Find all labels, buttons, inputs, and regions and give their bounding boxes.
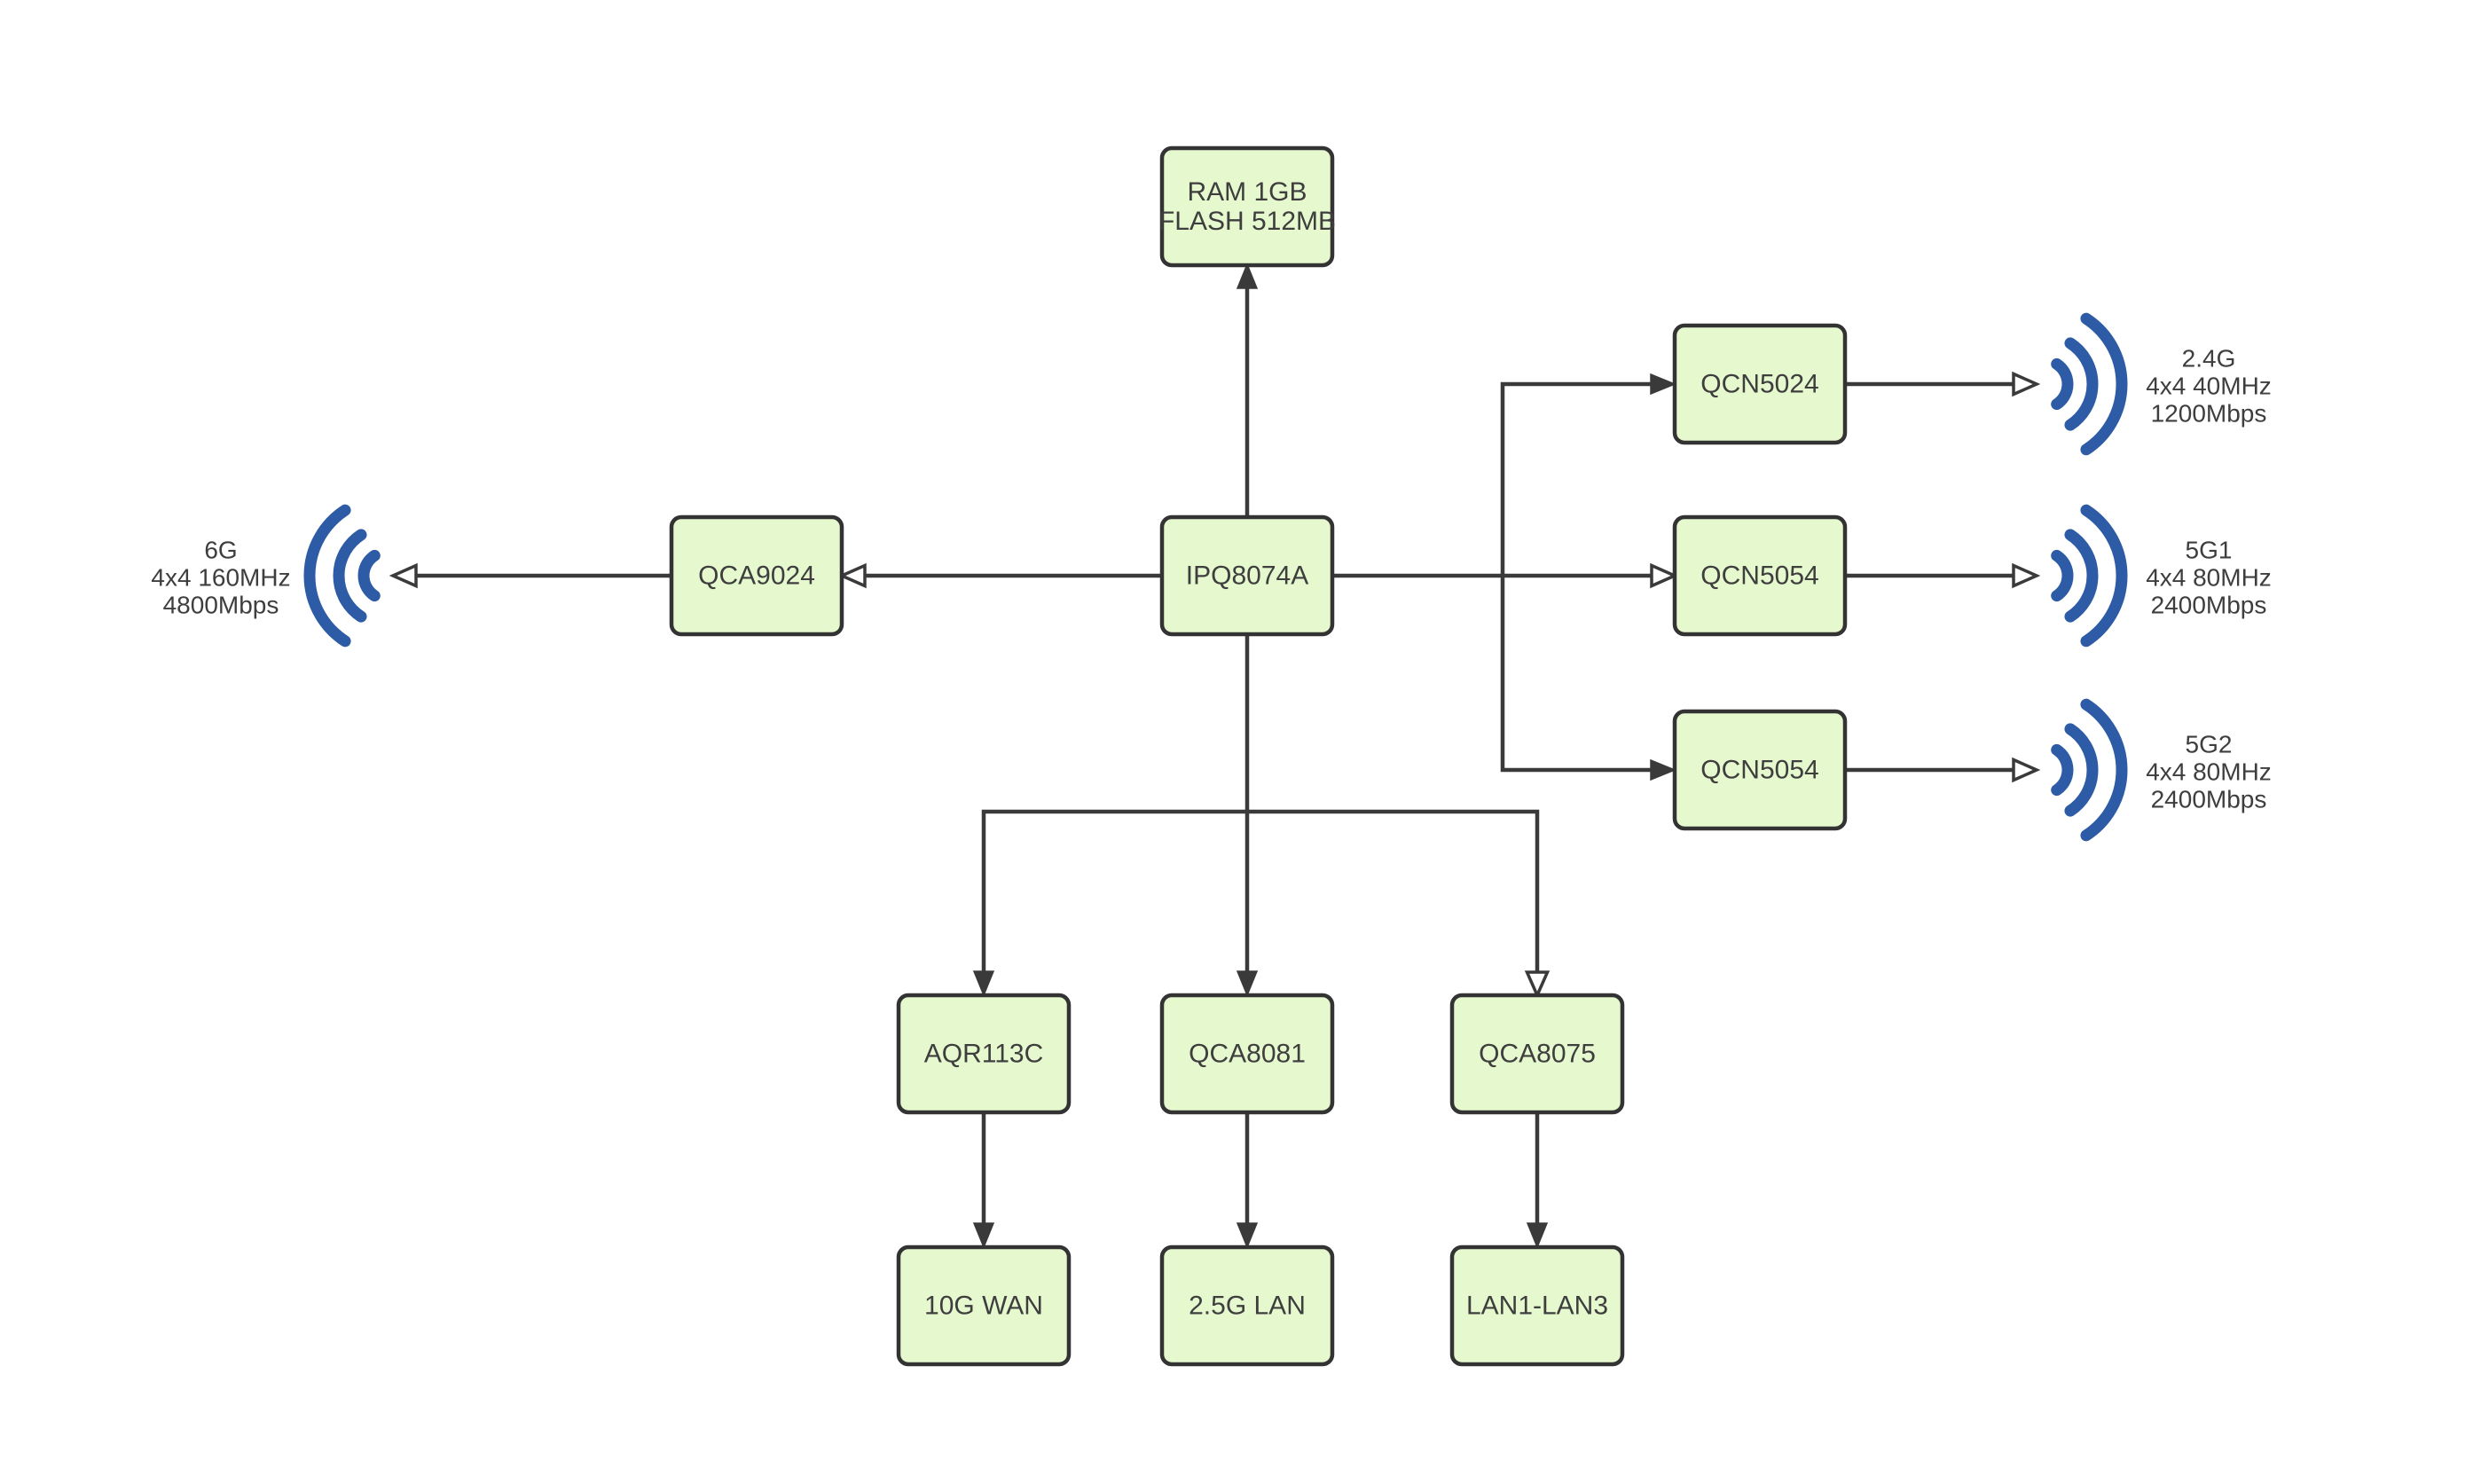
radio-label-2g4: 4x4 40MHz bbox=[2146, 373, 2272, 400]
arrowhead-filled-ipq-to-ram bbox=[1236, 263, 1259, 289]
node-label-aqr113c: AQR113C bbox=[924, 1040, 1044, 1069]
node-label-qca8075: QCA8075 bbox=[1479, 1040, 1596, 1069]
radio-label-5g2: 5G2 bbox=[2186, 731, 2233, 758]
radio-label-5g1: 5G1 bbox=[2186, 537, 2233, 564]
radio-label-5g1: 4x4 80MHz bbox=[2146, 564, 2272, 592]
node-box-aqr113c bbox=[896, 993, 1072, 1115]
node-box-qca9024 bbox=[669, 514, 844, 637]
node-label-qcn5054-1: QCN5054 bbox=[1700, 561, 1818, 591]
node-box-wan-10g bbox=[896, 1245, 1072, 1367]
arrowhead-filled-qca8081-to-lan bbox=[1236, 1222, 1259, 1249]
radio-label-2g4: 2.4G bbox=[2182, 345, 2236, 373]
node-label-ipq8074a: IPQ8074A bbox=[1186, 561, 1308, 591]
wifi-icon-arc2-2g4 bbox=[2064, 337, 2099, 431]
edge-ipq-to-qcn5024 bbox=[1500, 381, 1664, 576]
wifi-icon-arc1-6g bbox=[357, 549, 381, 602]
edge-ipq-to-qca8075 bbox=[1247, 809, 1540, 974]
wifi-icon-arc2-5g2 bbox=[2064, 723, 2099, 817]
node-box-lan-2g5 bbox=[1159, 1245, 1335, 1367]
arrowhead-open-qcn5054-2-to-5g2 bbox=[2012, 757, 2041, 783]
wifi-icon-arc3-5g1 bbox=[2080, 504, 2128, 648]
arrowhead-open-qcn5024-to-2g4 bbox=[2012, 371, 2041, 397]
wifi-icon-arc3-5g2 bbox=[2080, 698, 2128, 842]
wifi-icon-arc2-6g bbox=[333, 529, 367, 623]
radio-label-6g: 6G bbox=[204, 537, 237, 564]
wifi-icon-arc2-5g1 bbox=[2064, 529, 2099, 623]
arrowhead-open-qca9024-to-6g bbox=[389, 562, 418, 589]
wifi-icon-arc3-2g4 bbox=[2080, 312, 2128, 456]
node-box-qca8075 bbox=[1449, 993, 1625, 1115]
node-label-ram: FLASH 512MB bbox=[1158, 207, 1336, 236]
node-label-qca9024: QCA9024 bbox=[698, 561, 815, 591]
wifi-icon-arc1-2g4 bbox=[2051, 357, 2074, 411]
arrowhead-filled-ipq-to-aqr113c bbox=[972, 970, 995, 997]
edge-ipq-to-qcn5054-2 bbox=[1500, 576, 1664, 773]
radio-label-6g: 4800Mbps bbox=[163, 592, 279, 619]
arrowhead-open-qcn5054-1-to-5g1 bbox=[2012, 562, 2041, 589]
radio-label-5g2: 2400Mbps bbox=[2151, 786, 2267, 813]
arrowhead-open-ipq-to-qcn5054-1 bbox=[1650, 562, 1679, 589]
node-label-wan-10g: 10G WAN bbox=[924, 1292, 1043, 1321]
arrowhead-filled-ipq-to-qcn5024 bbox=[1650, 373, 1676, 396]
node-box-qcn5054-1 bbox=[1672, 514, 1848, 637]
node-box-qcn5024 bbox=[1672, 323, 1848, 445]
radio-label-6g: 4x4 160MHz bbox=[151, 564, 290, 592]
arrowhead-filled-aqr113c-to-wan bbox=[972, 1222, 995, 1249]
radio-label-5g2: 4x4 80MHz bbox=[2146, 758, 2272, 786]
edge-ipq-to-aqr113c bbox=[981, 809, 1247, 985]
wifi-icon-arc1-5g1 bbox=[2051, 549, 2074, 602]
node-label-qca8081: QCA8081 bbox=[1189, 1040, 1306, 1069]
arrowhead-filled-ipq-to-qcn5054-2 bbox=[1650, 758, 1676, 781]
node-label-ram: RAM 1GB bbox=[1187, 177, 1307, 207]
radio-label-5g1: 2400Mbps bbox=[2151, 592, 2267, 619]
wifi-icon-arc3-6g bbox=[303, 504, 351, 648]
node-box-qca8081 bbox=[1159, 993, 1335, 1115]
node-box-qcn5054-2 bbox=[1672, 709, 1848, 831]
node-label-lan1-lan3: LAN1-LAN3 bbox=[1466, 1292, 1608, 1321]
arrowhead-open-ipq-to-qca9024 bbox=[837, 562, 867, 589]
wifi-icon-arc1-5g2 bbox=[2051, 743, 2074, 797]
node-box-ipq8074a bbox=[1159, 514, 1335, 637]
node-box-ram bbox=[1159, 145, 1335, 268]
arrowhead-filled-ipq-to-qca8081 bbox=[1236, 970, 1259, 997]
node-label-qcn5054-2: QCN5054 bbox=[1700, 756, 1818, 785]
node-label-qcn5024: QCN5024 bbox=[1700, 370, 1818, 399]
node-label-lan-2g5: 2.5G LAN bbox=[1189, 1292, 1306, 1321]
node-box-lan1-lan3 bbox=[1449, 1245, 1625, 1367]
arrowhead-filled-qca8075-to-lan13 bbox=[1526, 1222, 1549, 1249]
radio-label-2g4: 1200Mbps bbox=[2151, 400, 2267, 428]
arrowhead-open-ipq-to-qca8075 bbox=[1524, 970, 1551, 1000]
